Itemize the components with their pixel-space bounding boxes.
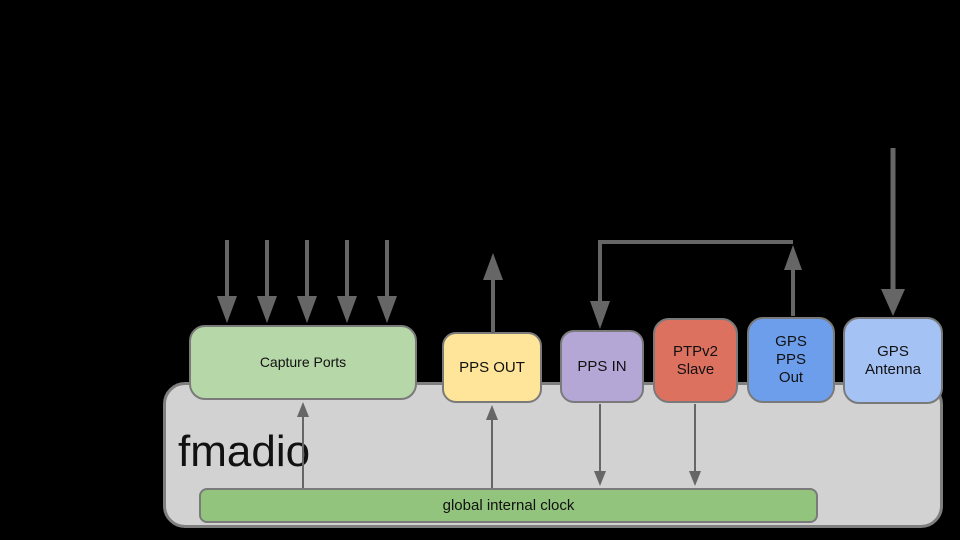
fmadio-label: fmadio bbox=[178, 427, 311, 476]
capture-input-arrow-2 bbox=[257, 240, 277, 323]
capture-input-arrow-4 bbox=[337, 240, 357, 323]
ptpv2-slave-box: PTPv2 Slave bbox=[653, 318, 738, 403]
capture-input-arrow-3 bbox=[297, 240, 317, 323]
capture-ports-box: Capture Ports bbox=[189, 325, 417, 400]
capture-input-arrow-5 bbox=[377, 240, 397, 323]
pps-in-box: PPS IN bbox=[560, 330, 644, 403]
pps-out-output-arrow bbox=[483, 253, 503, 333]
gps-antenna-box: GPS Antenna bbox=[843, 317, 943, 404]
gps-pps-out-box: GPS PPS Out bbox=[747, 317, 835, 403]
gps-antenna-input-arrow bbox=[881, 148, 905, 316]
gps-pps-out-to-pps-in-arrow bbox=[590, 240, 802, 329]
capture-input-arrow-1 bbox=[217, 240, 237, 323]
global-internal-clock-bar: global internal clock bbox=[199, 488, 818, 523]
pps-out-box: PPS OUT bbox=[442, 332, 542, 403]
